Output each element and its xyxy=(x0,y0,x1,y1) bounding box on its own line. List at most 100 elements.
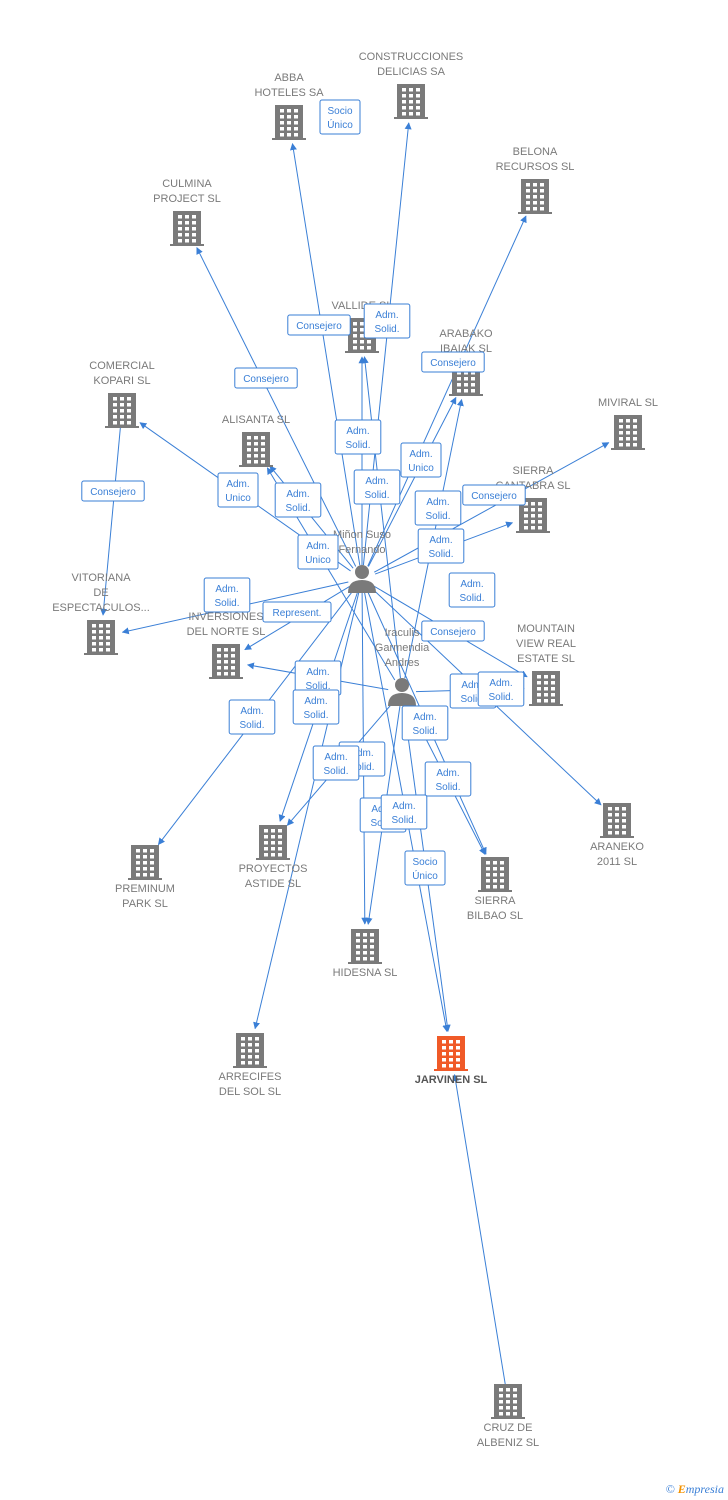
edge-label[interactable]: Adm.Solid. xyxy=(353,469,401,505)
node-label: BILBAO SL xyxy=(467,910,523,922)
node-label: INVERSIONES xyxy=(188,611,263,623)
person-head xyxy=(355,565,369,579)
edge-comercial-vitoriana xyxy=(100,423,122,616)
edge-label-text: Consejero xyxy=(430,358,476,369)
building-icon xyxy=(491,1384,525,1419)
edge-label-box xyxy=(274,482,322,518)
edge-label[interactable]: Consejero xyxy=(234,367,298,389)
edge-label-text: Solid. xyxy=(214,598,239,609)
edge-label-text: Solid. xyxy=(349,762,374,773)
edge-label[interactable]: Consejero xyxy=(462,484,526,506)
edge-label[interactable]: Adm.Solid. xyxy=(274,482,322,518)
edge-label[interactable]: Adm.Solid. xyxy=(228,699,276,735)
edge-label[interactable]: Adm.Solid. xyxy=(363,303,411,339)
edge-label-text: Solid. xyxy=(425,511,450,522)
edge-label[interactable]: Adm.Solid. xyxy=(417,528,465,564)
edge-label[interactable]: Adm.Solid. xyxy=(294,660,342,696)
edge-iraculis-vallide xyxy=(361,356,401,679)
edge-label[interactable]: Adm.Solid. xyxy=(312,745,360,781)
node-label: MOUNTAIN xyxy=(517,623,575,635)
edge-label-text: Adm. xyxy=(215,584,238,595)
edge-label-box xyxy=(421,351,485,373)
edge-label[interactable]: Adm.Unico xyxy=(400,442,442,478)
node-label: CONSTRUCCIONES xyxy=(359,51,464,63)
company-node[interactable]: ALISANTA SL xyxy=(222,414,290,467)
edge-label-box xyxy=(448,572,496,608)
edge-label[interactable]: Adm.Solid. xyxy=(448,572,496,608)
node-label: ALBENIZ SL xyxy=(477,1437,539,1449)
node-label: Garmendia xyxy=(375,642,430,654)
edge-label-text: Adm. xyxy=(286,489,309,500)
person-icon xyxy=(388,678,416,706)
edge-label[interactable]: Adm.Solid. xyxy=(477,671,525,707)
person-body xyxy=(348,580,376,593)
edge-label[interactable]: Consejero xyxy=(421,351,485,373)
edge-label-box xyxy=(477,671,525,707)
company-node[interactable]: VITORIANADEESPECTACULOS... xyxy=(52,572,150,655)
edge-label-text: Solid. xyxy=(412,726,437,737)
copyright-symbol: © xyxy=(665,1482,675,1496)
company-node[interactable]: MIVIRAL SL xyxy=(598,397,658,450)
edge-label[interactable]: Consejero xyxy=(287,314,351,336)
edge-label[interactable]: Consejero xyxy=(81,480,145,502)
edge-label[interactable]: Consejero xyxy=(421,620,485,642)
edge-label-box xyxy=(319,99,361,135)
edge-label[interactable]: Adm. Solid. xyxy=(424,761,472,797)
edge-label-text: Adm. xyxy=(375,310,398,321)
company-node[interactable]: HIDESNA SL xyxy=(333,929,398,979)
edge-label[interactable]: Adm. Solid. xyxy=(203,577,251,613)
edge-label[interactable]: Adm.Unico xyxy=(217,472,259,508)
edge-label-text: Socio xyxy=(412,857,437,868)
node-label: DE xyxy=(93,587,108,599)
node-label: RECURSOS SL xyxy=(496,161,575,173)
company-node[interactable]: JARVINEN SL xyxy=(415,1036,488,1086)
edge-label-box xyxy=(81,480,145,502)
edge-label-box xyxy=(228,699,276,735)
edge-label-box xyxy=(203,577,251,613)
edge-label[interactable]: Adm.Solid. xyxy=(401,705,449,741)
edge-label[interactable]: Adm.Solid. xyxy=(292,689,340,725)
person-body xyxy=(388,693,416,706)
edge-label-text: Consejero xyxy=(471,491,517,502)
node-label: HOTELES SA xyxy=(254,87,324,99)
edge-label[interactable]: Adm.Solid. xyxy=(380,794,428,830)
edge-label-text: Adm. xyxy=(436,768,459,779)
edge-label-box xyxy=(404,850,446,886)
edge-label-text: Solid. xyxy=(435,782,460,793)
edge-label-text: Único xyxy=(327,118,353,131)
brand-footer[interactable]: © Empresia xyxy=(666,1482,724,1497)
node-label: ESPECTACULOS... xyxy=(52,602,150,614)
edge-label-text: Adm. xyxy=(461,680,484,691)
edge-label-text: Consejero xyxy=(90,487,136,498)
edge-label-box xyxy=(292,689,340,725)
edge-label-text: Solid. xyxy=(428,549,453,560)
edge-label[interactable]: Adm.Solid. xyxy=(334,419,382,455)
building-icon xyxy=(434,1036,468,1071)
edge-label[interactable]: Represent. xyxy=(262,601,332,623)
building-icon xyxy=(233,1033,267,1068)
edge-label[interactable]: Adm.Solid. xyxy=(414,490,462,526)
edge-minon-abba xyxy=(290,143,361,566)
building-icon xyxy=(209,644,243,679)
edge-minon-miviral xyxy=(374,442,610,573)
edge-label-text: Adm. xyxy=(240,706,263,717)
edge-label[interactable]: Adm.Unico xyxy=(297,534,339,570)
building-icon xyxy=(348,929,382,964)
